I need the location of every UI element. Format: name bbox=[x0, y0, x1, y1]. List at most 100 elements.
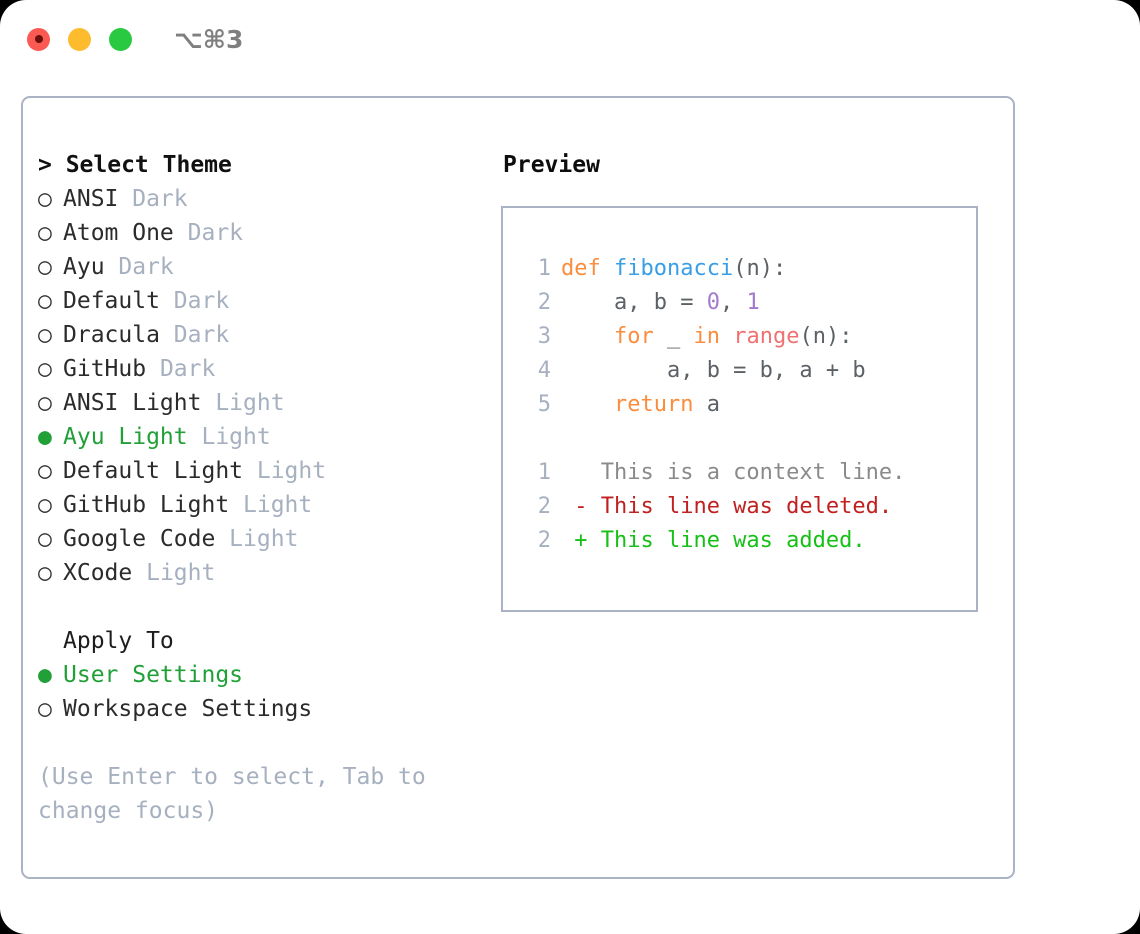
code-token: def bbox=[561, 256, 614, 281]
radio-selected-icon: ● bbox=[38, 424, 52, 450]
line-number: 3 bbox=[537, 324, 551, 349]
theme-option-dracula[interactable]: ○ Dracula Dark bbox=[38, 318, 498, 352]
line-number: 4 bbox=[537, 358, 551, 383]
theme-option-label: Dracula bbox=[63, 322, 160, 348]
theme-option-label: Default bbox=[63, 288, 160, 314]
code-token: a, b = b, a + b bbox=[561, 358, 866, 383]
theme-variant-tag: Dark bbox=[159, 322, 230, 348]
theme-option-label: Ayu Light bbox=[63, 424, 188, 450]
two-column-layout: > Select Theme ○ANSI Dark○Atom One Dark○… bbox=[23, 98, 1013, 877]
line-number: 2 bbox=[537, 494, 551, 519]
line-number: 1 bbox=[537, 256, 551, 281]
theme-option-label: ANSI bbox=[63, 186, 119, 212]
theme-option-ayu[interactable]: ○ Ayu Dark bbox=[38, 250, 498, 284]
code-line: 5 return a bbox=[521, 388, 976, 422]
theme-option-label: Atom One bbox=[63, 220, 174, 246]
theme-variant-tag: Dark bbox=[104, 254, 174, 280]
radio-unselected-icon: ○ bbox=[38, 322, 52, 348]
code-line: 2 a, b = 0, 1 bbox=[521, 286, 976, 320]
line-number: 5 bbox=[537, 392, 551, 417]
radio-unselected-icon: ○ bbox=[38, 696, 52, 722]
apply-to-section: Apply To ●User Settings○Workspace Settin… bbox=[38, 624, 498, 726]
code-token: return bbox=[613, 392, 694, 417]
code-line-content: def fibonacci(n): bbox=[561, 252, 786, 286]
theme-variant-tag: Light bbox=[187, 424, 271, 450]
code-token bbox=[720, 324, 733, 349]
code-token: range bbox=[733, 324, 800, 349]
theme-option-label: GitHub bbox=[63, 356, 147, 382]
apply-to-list: ● User Settings ○ Workspace Settings bbox=[38, 658, 498, 726]
line-number: 2 bbox=[537, 290, 551, 315]
theme-variant-tag: Dark bbox=[173, 220, 244, 246]
code-token: This is a context line. bbox=[561, 460, 906, 485]
diff-line: 2 + This line was added. bbox=[521, 524, 976, 558]
theme-option-label: ANSI Light bbox=[63, 390, 202, 416]
diff-line-content: - This line was deleted. bbox=[561, 490, 892, 524]
preview-header: Preview bbox=[503, 152, 600, 178]
radio-unselected-icon: ○ bbox=[38, 390, 52, 416]
code-token: + This line was added. bbox=[561, 528, 866, 553]
keyboard-shortcut-label: ⌥⌘3 bbox=[174, 24, 244, 54]
theme-option-github[interactable]: ○GitHub Dark bbox=[38, 352, 498, 386]
code-token: (n): bbox=[799, 324, 853, 349]
code-line-content: return a bbox=[561, 388, 720, 422]
theme-option-label: XCode bbox=[63, 560, 133, 586]
theme-variant-tag: Light bbox=[229, 492, 313, 518]
code-token: , bbox=[719, 290, 747, 315]
code-token: for bbox=[613, 324, 654, 349]
apply-to-option-label: User Settings bbox=[63, 662, 244, 688]
radio-unselected-icon: ○ bbox=[38, 220, 52, 246]
apply-to-option-label: Workspace Settings bbox=[63, 696, 313, 722]
radio-unselected-icon: ○ bbox=[38, 560, 52, 586]
theme-option-atom-one[interactable]: ○ Atom One Dark bbox=[38, 216, 498, 250]
code-token bbox=[561, 392, 614, 417]
theme-option-default-light[interactable]: ○Default Light Light bbox=[38, 454, 498, 488]
close-button-icon[interactable] bbox=[27, 27, 50, 51]
radio-unselected-icon: ○ bbox=[38, 458, 52, 484]
code-line-content: a, b = b, a + b bbox=[561, 354, 866, 388]
code-token: a bbox=[693, 392, 720, 417]
main-panel: > Select Theme ○ANSI Dark○Atom One Dark○… bbox=[21, 96, 1015, 879]
theme-option-xcode[interactable]: ○ XCode Light bbox=[38, 556, 498, 590]
diff-line: 2 - This line was deleted. bbox=[521, 490, 976, 524]
radio-unselected-icon: ○ bbox=[38, 492, 52, 518]
theme-picker-column: > Select Theme ○ANSI Dark○Atom One Dark○… bbox=[38, 148, 498, 828]
theme-variant-tag: Light bbox=[215, 526, 299, 552]
window-controls bbox=[27, 27, 132, 51]
code-token bbox=[561, 324, 614, 349]
preview-spacer bbox=[521, 422, 976, 456]
apply-to-option-user-settings[interactable]: ● User Settings bbox=[38, 658, 498, 692]
code-token: fibonacci bbox=[613, 256, 734, 281]
recording-indicator-icon bbox=[34, 35, 43, 43]
theme-variant-tag: Light bbox=[132, 560, 216, 586]
keyboard-hint-text: (Use Enter to select, Tab to change focu… bbox=[38, 764, 426, 824]
code-token: in bbox=[693, 324, 720, 349]
theme-option-label: Ayu bbox=[63, 254, 105, 280]
radio-unselected-icon: ○ bbox=[38, 288, 52, 314]
apply-to-option-workspace-settings[interactable]: ○ Workspace Settings bbox=[38, 692, 498, 726]
select-theme-header: > Select Theme bbox=[38, 152, 232, 178]
diff-line-content: This is a context line. bbox=[561, 456, 906, 490]
code-token: (n): bbox=[733, 256, 787, 281]
theme-option-ansi-light[interactable]: ○ANSI Light Light bbox=[38, 386, 498, 420]
theme-option-github-light[interactable]: ○GitHub Light Light bbox=[38, 488, 498, 522]
code-token: a, b = bbox=[561, 290, 707, 315]
theme-variant-tag: Dark bbox=[159, 288, 230, 314]
radio-unselected-icon: ○ bbox=[38, 526, 52, 552]
theme-option-default[interactable]: ○ Default Dark bbox=[38, 284, 498, 318]
minimize-button-icon[interactable] bbox=[68, 27, 91, 51]
code-token: 1 bbox=[746, 290, 760, 315]
theme-option-ansi[interactable]: ○ANSI Dark bbox=[38, 182, 498, 216]
code-token: _ bbox=[653, 324, 694, 349]
theme-variant-tag: Dark bbox=[146, 356, 216, 382]
maximize-button-icon[interactable] bbox=[109, 27, 132, 51]
radio-unselected-icon: ○ bbox=[38, 254, 52, 280]
theme-option-ayu-light[interactable]: ● Ayu Light Light bbox=[38, 420, 498, 454]
theme-variant-tag: Dark bbox=[118, 186, 188, 212]
theme-option-google-code[interactable]: ○Google Code Light bbox=[38, 522, 498, 556]
theme-list: ○ANSI Dark○Atom One Dark○Ayu Dark○Defaul… bbox=[38, 182, 498, 590]
radio-selected-icon: ● bbox=[38, 662, 52, 688]
